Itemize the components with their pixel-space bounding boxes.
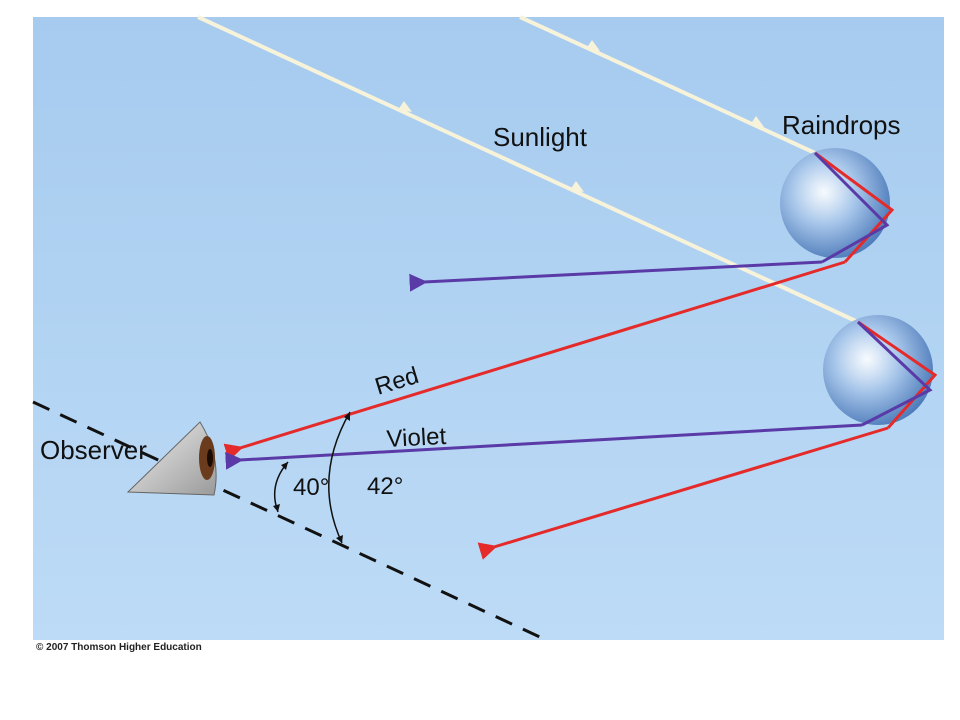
red-ray-upper-exit — [223, 260, 846, 461]
sunlight-rays — [197, 15, 859, 324]
label-observer: Observer — [40, 435, 147, 465]
sunlight-arrowhead — [398, 101, 412, 112]
raindrop-lower — [823, 315, 933, 425]
arc-arrow — [344, 412, 350, 421]
violet-ray-upper-exit — [409, 260, 823, 292]
violet-ray-lower-exit — [225, 423, 863, 470]
label-violet: Violet — [386, 423, 447, 453]
angle-arc-42 — [328, 411, 351, 544]
red-ray-lower-exit — [477, 426, 889, 560]
arc-arrow — [273, 504, 280, 512]
red-path-upper-drop — [814, 151, 895, 264]
sunlight-arrowhead — [570, 181, 584, 192]
label-raindrops: Raindrops — [782, 110, 901, 140]
sunlight-arrowhead — [586, 40, 600, 51]
observer-eye-icon — [126, 421, 217, 496]
arc-arrow — [281, 462, 288, 470]
arc-arrow — [336, 535, 343, 543]
violet-path-lower-drop — [856, 320, 933, 427]
sunlight-ray-1 — [197, 15, 859, 324]
sky-background — [33, 17, 944, 640]
copyright-notice: © 2007 Thomson Higher Education — [36, 642, 202, 653]
reference-dashed-line — [32, 400, 543, 640]
raindrop-upper — [780, 148, 890, 258]
label-angle-40: 40° — [293, 474, 329, 501]
sunlight-arrowhead — [750, 116, 764, 127]
red-path-lower-drop — [857, 320, 938, 429]
violet-path-upper-drop — [813, 151, 890, 264]
label-angle-42: 42° — [367, 473, 403, 500]
label-sunlight: Sunlight — [493, 122, 588, 152]
sunlight-ray-2 — [519, 15, 816, 155]
